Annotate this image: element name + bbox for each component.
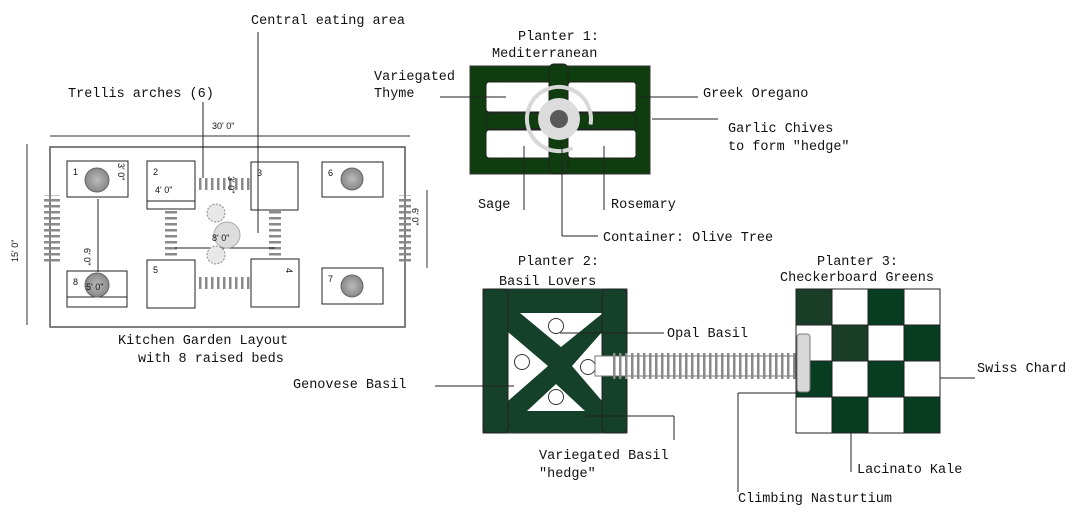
grid-cell-empty bbox=[831, 288, 869, 326]
checkerboard-grid bbox=[795, 288, 941, 434]
trellis-icon bbox=[190, 277, 258, 289]
label-variegated-thyme: Variegated bbox=[374, 70, 455, 85]
trellis-post bbox=[796, 333, 811, 393]
grid-cell-planted bbox=[867, 360, 905, 398]
planter-3: Planter 3: Checkerboard Greens Swiss Cha… bbox=[780, 255, 1066, 478]
trellis-label: Trellis arches (6) bbox=[68, 87, 214, 102]
grid-cell-empty bbox=[867, 324, 905, 362]
genovese-basil-plant bbox=[514, 354, 530, 370]
grid-cell-empty bbox=[831, 360, 869, 398]
central-eating-area-label: Central eating area bbox=[251, 14, 405, 29]
trellis-icon bbox=[610, 353, 810, 379]
grid-cell-planted bbox=[795, 288, 833, 326]
olive-tree-icon bbox=[550, 110, 568, 128]
planter-circle bbox=[84, 167, 110, 193]
bed-number: 1 bbox=[73, 167, 78, 177]
grid-cell-empty bbox=[903, 360, 941, 398]
planter-2: Planter 2: Basil Lovers Opal Basil Genov… bbox=[293, 255, 892, 507]
label-climbing-nasturtium: Climbing Nasturtium bbox=[738, 492, 892, 507]
label-garlic-chives-2: to form "hedge" bbox=[728, 140, 850, 155]
planter-2-title: Planter 2: bbox=[518, 255, 599, 270]
bed-width-dim: 4' 0" bbox=[155, 185, 172, 195]
basil-plant bbox=[548, 389, 564, 405]
planter-circle bbox=[340, 274, 364, 298]
grid-cell-empty bbox=[795, 396, 833, 434]
label-lacinato-kale: Lacinato Kale bbox=[857, 463, 962, 478]
bed-number: 2 bbox=[153, 167, 158, 177]
planter-1: Planter 1: Mediterranean Variegated Thym… bbox=[374, 30, 850, 246]
planter-1-subtitle: Mediterranean bbox=[492, 47, 597, 62]
gap-dim: 3' 0" bbox=[226, 176, 236, 193]
basil-plant bbox=[580, 359, 596, 375]
label-variegated-basil-2: "hedge" bbox=[539, 467, 596, 482]
grid-cell-empty bbox=[903, 288, 941, 326]
planter-circle bbox=[340, 167, 364, 191]
bed-3 bbox=[250, 161, 299, 211]
planter-3-subtitle: Checkerboard Greens bbox=[780, 271, 934, 286]
grid-cell-planted bbox=[867, 288, 905, 326]
bed-number: 7 bbox=[328, 274, 333, 284]
trellis-icon bbox=[190, 178, 258, 190]
bed-5 bbox=[146, 259, 196, 309]
label-sage: Sage bbox=[478, 198, 510, 213]
planter-3-title: Planter 3: bbox=[817, 255, 898, 270]
trellis-icon bbox=[44, 195, 60, 265]
layout-subtitle: with 8 raised beds bbox=[138, 352, 284, 367]
kitchen-garden-layout: 30' 0" 15' 0" 6' 0" bbox=[10, 14, 428, 367]
label-variegated-thyme-2: Thyme bbox=[374, 87, 415, 102]
label-opal-basil: Opal Basil bbox=[667, 327, 748, 342]
grid-cell-planted bbox=[831, 324, 869, 362]
bed-number: 8 bbox=[73, 277, 78, 287]
circle-dim: 5' 0" bbox=[86, 282, 103, 292]
trellis-icon bbox=[269, 196, 281, 256]
bed-number: 3 bbox=[257, 168, 262, 178]
label-container-olive-tree: Container: Olive Tree bbox=[603, 231, 773, 246]
center-dim: 8' 0" bbox=[212, 233, 229, 243]
trellis-icon bbox=[165, 198, 177, 258]
label-garlic-chives: Garlic Chives bbox=[728, 122, 833, 137]
label-genovese-basil: Genovese Basil bbox=[293, 378, 406, 393]
central-eating-area bbox=[206, 203, 241, 265]
grid-cell-planted bbox=[903, 324, 941, 362]
height-dim: 15' 0" bbox=[10, 240, 20, 262]
label-greek-oregano: Greek Oregano bbox=[703, 87, 808, 102]
bed-number: 6 bbox=[328, 168, 333, 178]
label-swiss-chard: Swiss Chard bbox=[977, 362, 1066, 377]
label-variegated-basil: Variegated Basil bbox=[539, 449, 669, 464]
bed-height-dim: 3' 0" bbox=[116, 163, 126, 180]
gap-dim: 6' 0" bbox=[82, 248, 92, 265]
planter-circle bbox=[84, 272, 110, 298]
trellis-icon bbox=[399, 195, 411, 265]
bed-number: 4 bbox=[284, 268, 294, 273]
bed-4 bbox=[250, 258, 300, 308]
trellis-arches bbox=[44, 178, 411, 289]
grid-cell-planted bbox=[831, 396, 869, 434]
grid-cell-planted bbox=[903, 396, 941, 434]
grid-cell-empty bbox=[867, 396, 905, 434]
label-rosemary: Rosemary bbox=[611, 198, 676, 213]
width-dim: 30' 0" bbox=[212, 121, 234, 131]
planter-1-title: Planter 1: bbox=[518, 30, 599, 45]
right-gap-dim: 6' 0" bbox=[410, 208, 420, 225]
layout-title: Kitchen Garden Layout bbox=[118, 334, 288, 349]
planter-2-subtitle: Basil Lovers bbox=[499, 275, 596, 290]
bed-number: 5 bbox=[153, 265, 158, 275]
opal-basil-plant bbox=[548, 318, 564, 334]
